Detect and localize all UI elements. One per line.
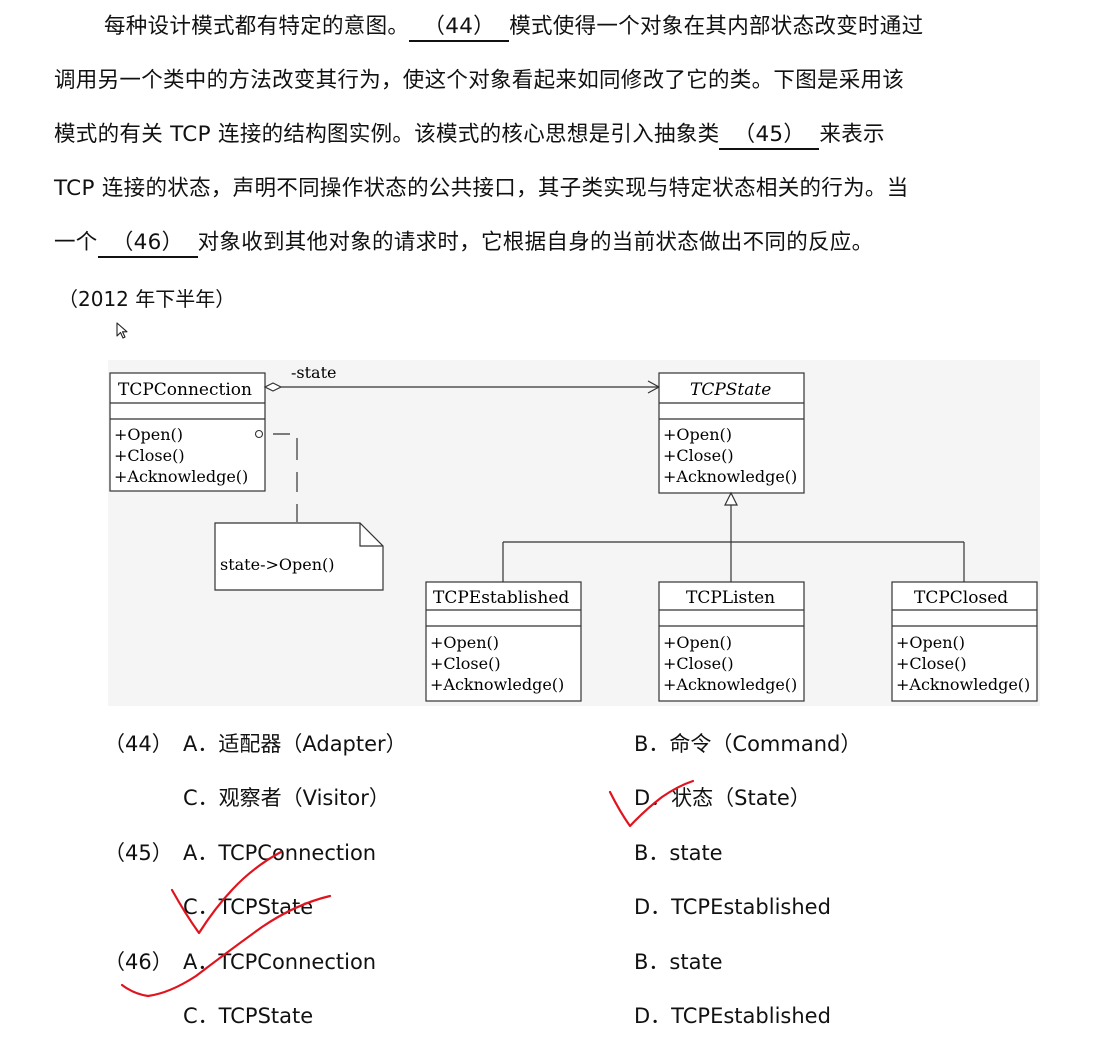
question-number-44: （44） bbox=[104, 732, 173, 756]
class-tcplisten: TCPListen +Open() +Close() +Acknowledge(… bbox=[658, 581, 805, 702]
class-op: +Close() bbox=[114, 446, 185, 465]
class-tcpclosed: TCPClosed +Open() +Close() +Acknowledge(… bbox=[891, 581, 1038, 702]
class-name: TCPClosed bbox=[914, 588, 1008, 608]
class-op: +Open() bbox=[896, 633, 965, 652]
class-tcpstate: TCPState +Open() +Close() +Acknowledge() bbox=[658, 372, 805, 494]
blank-45: （45） bbox=[719, 122, 820, 150]
class-name: TCPEstablished bbox=[433, 588, 569, 608]
question-line-4: TCP 连接的状态，声明不同操作状态的公共接口，其子类实现与特定状态相关的行为。… bbox=[54, 176, 909, 201]
class-op: +Acknowledge() bbox=[896, 675, 1030, 694]
option-44-b[interactable]: B．命令（Command） bbox=[634, 732, 862, 756]
question-line-5: 一个（46）对象收到其他对象的请求时，它根据自身的当前状态做出不同的反应。 bbox=[54, 228, 873, 258]
generalization bbox=[502, 491, 965, 582]
question-number-46: （46） bbox=[104, 950, 173, 974]
question-text: 一个 bbox=[54, 230, 98, 255]
class-tcpestablished: TCPEstablished +Open() +Close() +Acknowl… bbox=[425, 581, 582, 702]
question-line-3: 模式的有关 TCP 连接的结构图实例。该模式的核心思想是引入抽象类（45）来表示 bbox=[54, 120, 885, 150]
note-text: state->Open() bbox=[220, 555, 335, 574]
question-line-1: 每种设计模式都有特定的意图。（44）模式使得一个对象在其内部状态改变时通过 bbox=[104, 12, 923, 42]
class-op: +Acknowledge() bbox=[663, 467, 797, 486]
question-text: 模式使得一个对象在其内部状态改变时通过 bbox=[509, 14, 924, 39]
option-44-d[interactable]: D．状态（State） bbox=[634, 786, 811, 810]
question-line-2: 调用另一个类中的方法改变其行为，使这个对象看起来如同修改了它的类。下图是采用该 bbox=[54, 68, 905, 93]
association-state: -state bbox=[263, 363, 661, 394]
question-text: 对象收到其他对象的请求时，它根据自身的当前状态做出不同的反应。 bbox=[197, 230, 874, 255]
option-46-b[interactable]: B．state bbox=[634, 950, 723, 974]
mouse-cursor-icon bbox=[116, 322, 128, 339]
class-op: +Acknowledge() bbox=[430, 675, 564, 694]
blank-46: （46） bbox=[97, 230, 198, 258]
class-op: +Acknowledge() bbox=[114, 467, 248, 486]
option-44-c[interactable]: C．观察者（Visitor） bbox=[183, 786, 390, 810]
question-text: 每种设计模式都有特定的意图。 bbox=[104, 14, 410, 39]
option-45-b[interactable]: B．state bbox=[634, 841, 723, 865]
option-46-d[interactable]: D．TCPEstablished bbox=[634, 1004, 831, 1028]
option-45-a[interactable]: A．TCPConnection bbox=[183, 841, 377, 865]
association-label: -state bbox=[291, 363, 336, 382]
option-46-a[interactable]: A．TCPConnection bbox=[183, 950, 377, 974]
class-tcpconnection: TCPConnection +Open() +Close() +Acknowle… bbox=[109, 372, 266, 492]
class-op: +Open() bbox=[663, 425, 732, 444]
class-op: +Close() bbox=[430, 654, 501, 673]
class-op: +Close() bbox=[896, 654, 967, 673]
question-text: 来表示 bbox=[819, 122, 885, 147]
class-op: +Close() bbox=[663, 446, 734, 465]
class-op: +Acknowledge() bbox=[663, 675, 797, 694]
exam-year: （2012 年下半年） bbox=[58, 287, 236, 311]
question-number-45: （45） bbox=[104, 841, 173, 865]
class-op: +Open() bbox=[663, 633, 732, 652]
option-45-c[interactable]: C．TCPState bbox=[183, 895, 314, 919]
uml-class-diagram: TCPConnection +Open() +Close() +Acknowle… bbox=[108, 360, 1040, 706]
note-box: state->Open() bbox=[214, 522, 384, 591]
option-44-a[interactable]: A．适配器（Adapter） bbox=[183, 732, 407, 756]
class-op: +Open() bbox=[430, 633, 499, 652]
class-name: TCPListen bbox=[686, 588, 775, 608]
question-text: 模式的有关 TCP 连接的结构图实例。该模式的核心思想是引入抽象类 bbox=[54, 122, 720, 147]
note-link bbox=[254, 429, 298, 522]
class-op: +Open() bbox=[114, 425, 183, 444]
class-name: TCPConnection bbox=[118, 380, 252, 400]
class-op: +Close() bbox=[663, 654, 734, 673]
class-name: TCPState bbox=[690, 380, 771, 400]
option-45-d[interactable]: D．TCPEstablished bbox=[634, 895, 831, 919]
option-46-c[interactable]: C．TCPState bbox=[183, 1004, 314, 1028]
blank-44: （44） bbox=[409, 14, 510, 42]
